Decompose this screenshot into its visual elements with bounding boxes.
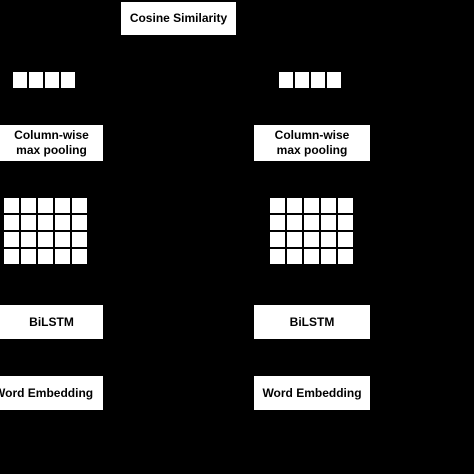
- matrix-cell: [321, 215, 336, 230]
- matrix-cell: [4, 232, 19, 247]
- matrix-cell: [38, 249, 53, 264]
- matrix-cell: [4, 198, 19, 213]
- matrix-cell: [21, 215, 36, 230]
- right-output-vector: [279, 72, 341, 88]
- matrix-cell: [21, 232, 36, 247]
- matrix-cell: [304, 249, 319, 264]
- matrix-cell: [38, 198, 53, 213]
- left-word-embedding-box: Word Embedding: [0, 376, 103, 410]
- right-hidden-state-matrix: [270, 198, 353, 264]
- matrix-cell: [72, 232, 87, 247]
- right-pooling-line2: max pooling: [276, 143, 348, 157]
- matrix-cell: [38, 215, 53, 230]
- matrix-cell: [304, 215, 319, 230]
- matrix-cell: [55, 215, 70, 230]
- left-pooling-line2: max pooling: [16, 143, 87, 157]
- cosine-similarity-label: Cosine Similarity: [129, 11, 228, 25]
- matrix-cell: [55, 249, 70, 264]
- left-hidden-state-matrix: [4, 198, 87, 264]
- matrix-cell: [304, 232, 319, 247]
- matrix-cell: [287, 249, 302, 264]
- matrix-cell: [21, 249, 36, 264]
- matrix-cell: [338, 215, 353, 230]
- matrix-cell: [338, 198, 353, 213]
- matrix-cell: [338, 249, 353, 264]
- left-pooling-line1: Column-wise: [14, 128, 89, 142]
- right-pooling-line1: Column-wise: [274, 128, 350, 142]
- matrix-cell: [287, 232, 302, 247]
- vector-cell: [45, 72, 59, 88]
- matrix-cell: [55, 232, 70, 247]
- right-word-embedding-box: Word Embedding: [254, 376, 370, 410]
- matrix-cell: [270, 249, 285, 264]
- matrix-cell: [72, 215, 87, 230]
- right-bilstm-box: BiLSTM: [254, 305, 370, 339]
- left-pooling-box: Column-wise max pooling: [0, 125, 103, 161]
- matrix-cell: [4, 249, 19, 264]
- vector-cell: [279, 72, 293, 88]
- vector-cell: [311, 72, 325, 88]
- matrix-cell: [321, 249, 336, 264]
- matrix-cell: [338, 232, 353, 247]
- matrix-cell: [287, 215, 302, 230]
- matrix-cell: [270, 215, 285, 230]
- matrix-cell: [321, 232, 336, 247]
- right-bilstm-label: BiLSTM: [289, 314, 335, 329]
- matrix-cell: [287, 198, 302, 213]
- right-word-embedding-label: Word Embedding: [262, 385, 362, 400]
- vector-cell: [327, 72, 341, 88]
- left-bilstm-box: BiLSTM: [0, 305, 103, 339]
- matrix-cell: [72, 249, 87, 264]
- left-bilstm-label: BiLSTM: [29, 314, 74, 329]
- matrix-cell: [38, 232, 53, 247]
- matrix-cell: [55, 198, 70, 213]
- matrix-cell: [4, 215, 19, 230]
- matrix-cell: [270, 198, 285, 213]
- cosine-similarity-box: Cosine Similarity: [121, 2, 236, 35]
- vector-cell: [295, 72, 309, 88]
- left-word-embedding-label: Word Embedding: [0, 385, 94, 400]
- matrix-cell: [72, 198, 87, 213]
- matrix-cell: [321, 198, 336, 213]
- matrix-cell: [304, 198, 319, 213]
- matrix-cell: [270, 232, 285, 247]
- vector-cell: [61, 72, 75, 88]
- vector-cell: [13, 72, 27, 88]
- vector-cell: [29, 72, 43, 88]
- right-pooling-box: Column-wise max pooling: [254, 125, 370, 161]
- matrix-cell: [21, 198, 36, 213]
- left-output-vector: [13, 72, 75, 88]
